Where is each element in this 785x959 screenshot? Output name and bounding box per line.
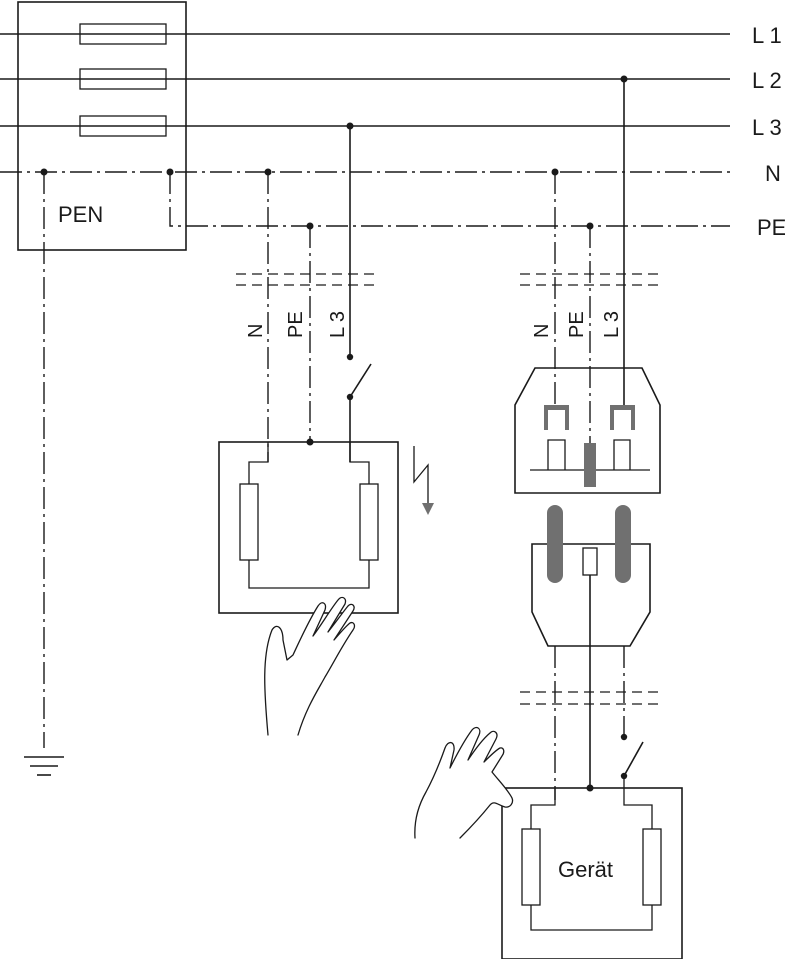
conductor-pe xyxy=(169,172,730,227)
internal-wire xyxy=(530,788,556,829)
resistor-element xyxy=(642,828,662,906)
junction-dot xyxy=(166,168,174,176)
main-conductors xyxy=(0,33,730,748)
plug-icon xyxy=(531,505,651,647)
label-l3: L 3 xyxy=(752,115,782,140)
internal-wire xyxy=(248,560,370,589)
left-label-pe: PE xyxy=(285,311,307,338)
label-l1: L 1 xyxy=(752,23,782,48)
junction-dots xyxy=(40,75,628,230)
device-appliance: Gerät xyxy=(501,776,683,959)
label-n: N xyxy=(765,161,781,186)
housing-pe-connection xyxy=(306,438,314,446)
internal-wire xyxy=(623,776,653,829)
socket-icon xyxy=(514,367,661,494)
switch-icon xyxy=(346,353,372,401)
conductor-labels: L 1 L 2 L 3 N PE xyxy=(752,23,785,240)
junction-dot xyxy=(40,168,48,176)
right-label-n: N xyxy=(531,324,553,338)
resistor-element xyxy=(239,483,259,561)
left-label-l3: L 3 xyxy=(327,311,349,338)
right-label-pe: PE xyxy=(566,311,588,338)
internal-wire xyxy=(530,905,653,931)
left-branch: N PE L 3 xyxy=(218,126,434,736)
resistor-element xyxy=(359,483,379,561)
lightning-fault-icon xyxy=(413,446,434,515)
hand-icon xyxy=(264,596,356,736)
earth-ground-icon xyxy=(24,756,64,776)
label-pe: PE xyxy=(757,215,785,240)
switch-icon xyxy=(620,733,644,780)
device-label: Gerät xyxy=(558,857,613,882)
pen-label: PEN xyxy=(58,202,103,227)
internal-wire xyxy=(248,442,269,484)
left-label-n: N xyxy=(245,324,267,338)
faulty-appliance xyxy=(218,438,399,614)
housing-pe-connection xyxy=(586,784,594,792)
internal-wire xyxy=(349,442,370,484)
resistor-element xyxy=(521,828,541,906)
hand-icon xyxy=(414,726,514,839)
right-label-l3: L 3 xyxy=(601,311,623,338)
right-branch: N PE L 3 xyxy=(414,79,683,959)
label-l2: L 2 xyxy=(752,68,782,93)
